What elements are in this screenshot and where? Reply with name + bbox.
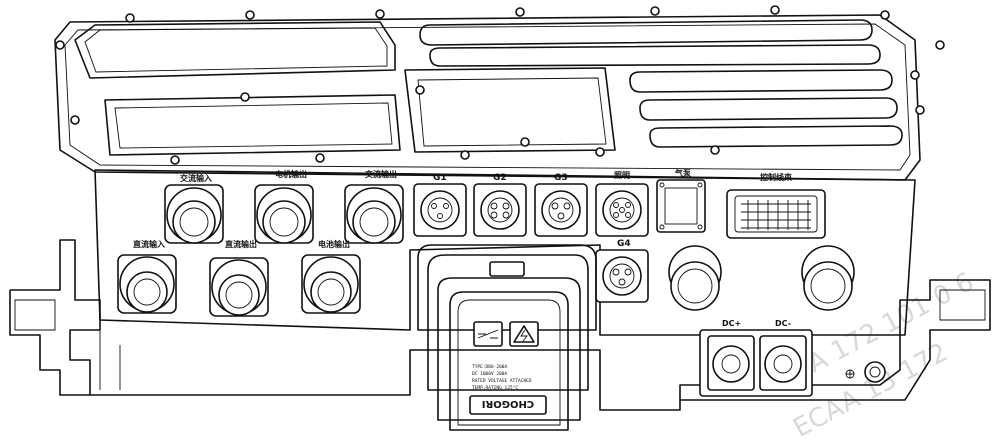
cable-gland-bottom-2 (209, 257, 269, 317)
plug-brand: CHOGORI (482, 398, 534, 409)
label-dc-minus: DC- (775, 319, 791, 328)
cable-gland-bottom-3 (301, 254, 361, 314)
connector-ctrl (726, 189, 826, 239)
lid-bolts (55, 5, 945, 165)
label-g1: G1 (433, 173, 447, 183)
label-lights: 照明 (614, 171, 630, 180)
connector-g2 (473, 183, 527, 237)
label-cable-bottom-2: 直流输出 (225, 239, 257, 249)
label-cable-bottom-3: 电池输出 (318, 239, 350, 249)
round-port-right (801, 245, 855, 311)
label-g3: G3 (554, 173, 568, 183)
round-port-left (668, 245, 722, 311)
cable-gland-top-1 (164, 184, 224, 244)
plug-line-1: TYPE:DB6-200A (472, 364, 508, 370)
hv-plug: TYPE:DB6-200A DC 1000V 200A RATED VOLTAG… (417, 244, 597, 431)
connector-aux (656, 179, 706, 233)
dc-connector-block (699, 329, 813, 397)
connector-g3 (534, 183, 588, 237)
warning-icon (509, 321, 539, 347)
plug-line-3: RATED VOLTAGE ATTACHED (472, 378, 532, 384)
label-g2: G2 (493, 173, 507, 183)
label-ctrl: 控制线束 (760, 172, 793, 182)
plug-line-2: DC 1000V 200A (472, 371, 508, 377)
label-g4: G4 (617, 239, 631, 249)
connector-g1 (413, 183, 467, 237)
ground-terminal (845, 361, 886, 383)
label-cable-top-3: 交流输出 (365, 169, 397, 179)
label-cable-top-1: 交流输入 (180, 173, 212, 183)
label-cable-top-2: 电机输出 (275, 169, 307, 179)
label-cable-bottom-1: 直流输入 (133, 239, 165, 249)
housing (9, 5, 991, 411)
cable-gland-bottom-1 (117, 254, 177, 314)
cable-gland-top-3 (344, 184, 404, 244)
label-dc-plus: DC+ (722, 319, 741, 328)
connector-lights (595, 183, 649, 237)
cable-gland-top-2 (254, 184, 314, 244)
label-aux: 气泵 (674, 168, 691, 178)
connector-g4 (595, 249, 649, 303)
plug-line-4: TEMP.RATING 125°C (472, 385, 518, 391)
